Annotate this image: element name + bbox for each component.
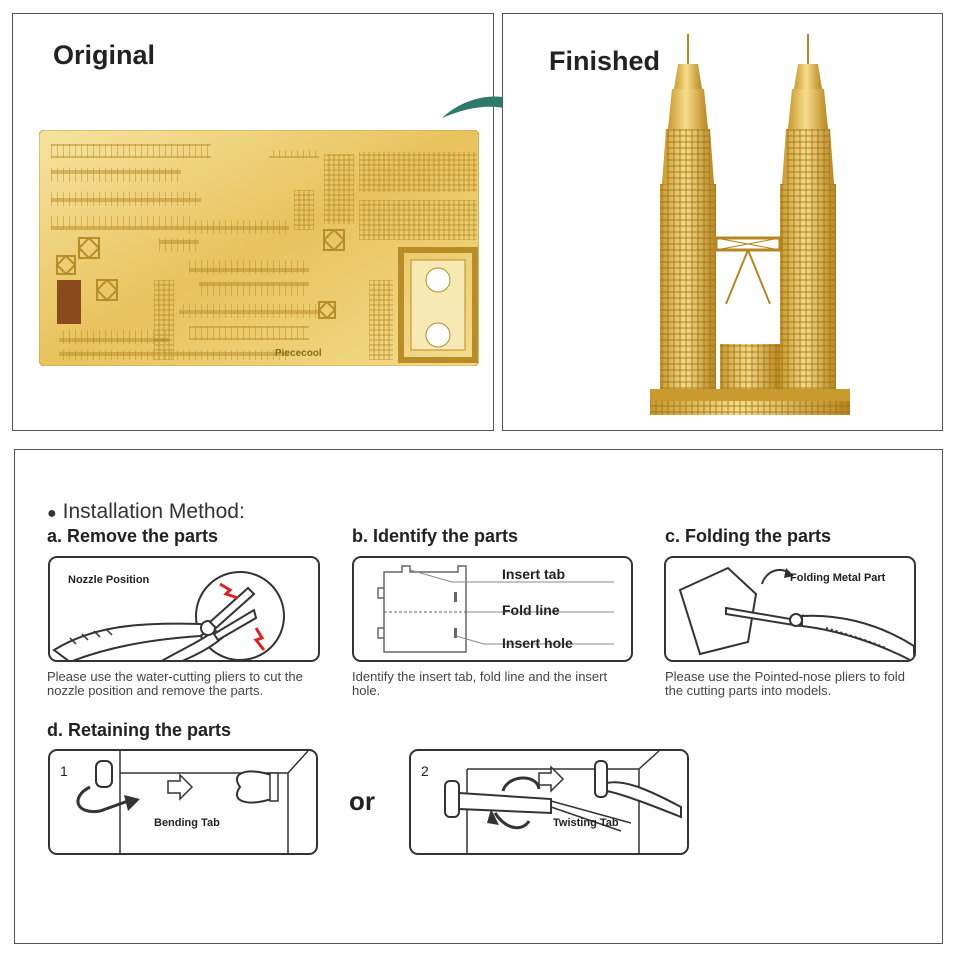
insert-tab-label: Insert tab bbox=[502, 566, 566, 582]
step-b-title: b. Identify the parts bbox=[352, 526, 519, 546]
twisting-tab-label: Twisting Tab bbox=[553, 817, 619, 829]
step-d-title: d. Retaining the parts bbox=[47, 720, 232, 740]
nozzle-position-label: Nozzle Position bbox=[68, 574, 150, 586]
metal-sheet-image: Piececool bbox=[39, 130, 479, 366]
option1-number: 1 bbox=[60, 763, 68, 779]
step-b-description: Identify the insert tab, fold line and t… bbox=[352, 669, 608, 698]
petronas-towers-image bbox=[650, 34, 850, 415]
part-diagram bbox=[377, 565, 614, 653]
installation-heading: ● Installation Method: bbox=[47, 500, 245, 524]
step-a-box: Nozzle Position bbox=[48, 556, 320, 662]
step-c-box: Folding Metal Part bbox=[664, 556, 916, 662]
step-a-title: a. Remove the parts bbox=[47, 526, 219, 546]
twisting-tab-diagram bbox=[444, 751, 682, 853]
option2-number: 2 bbox=[421, 763, 429, 779]
finished-title: Finished bbox=[549, 46, 661, 76]
original-title: Original bbox=[53, 40, 156, 70]
installation-heading-text: Installation Method: bbox=[62, 500, 245, 523]
bullet-dot-icon: ● bbox=[47, 505, 57, 522]
step-c-description: Please use the Pointed-nose pliers to fo… bbox=[665, 669, 905, 698]
installation-panel: ● Installation Method: a. Remove the part… bbox=[14, 449, 943, 944]
finished-panel: Finished bbox=[502, 13, 943, 431]
step-c-title: c. Folding the parts bbox=[665, 526, 832, 546]
original-panel: Original bbox=[12, 13, 494, 431]
fold-line-label: Fold line bbox=[502, 602, 560, 618]
pliers-icon bbox=[52, 571, 285, 660]
folding-metal-part-label: Folding Metal Part bbox=[790, 572, 886, 584]
insert-hole-label: Insert hole bbox=[502, 635, 573, 651]
bending-tab-diagram bbox=[76, 751, 309, 853]
or-separator: or bbox=[349, 786, 375, 816]
step-d-option2-box: 2 Twisting Tab bbox=[409, 749, 689, 855]
bending-tab-label: Bending Tab bbox=[154, 817, 220, 829]
step-a-description: Please use the water-cutting pliers to c… bbox=[47, 669, 303, 698]
folding-pliers-icon bbox=[678, 566, 914, 660]
step-d-option1-box: 1 Bending Tab bbox=[48, 749, 318, 855]
sheet-brand: Piececool bbox=[275, 348, 322, 359]
step-b-box: Insert tab Fold line Insert hole bbox=[352, 556, 633, 662]
